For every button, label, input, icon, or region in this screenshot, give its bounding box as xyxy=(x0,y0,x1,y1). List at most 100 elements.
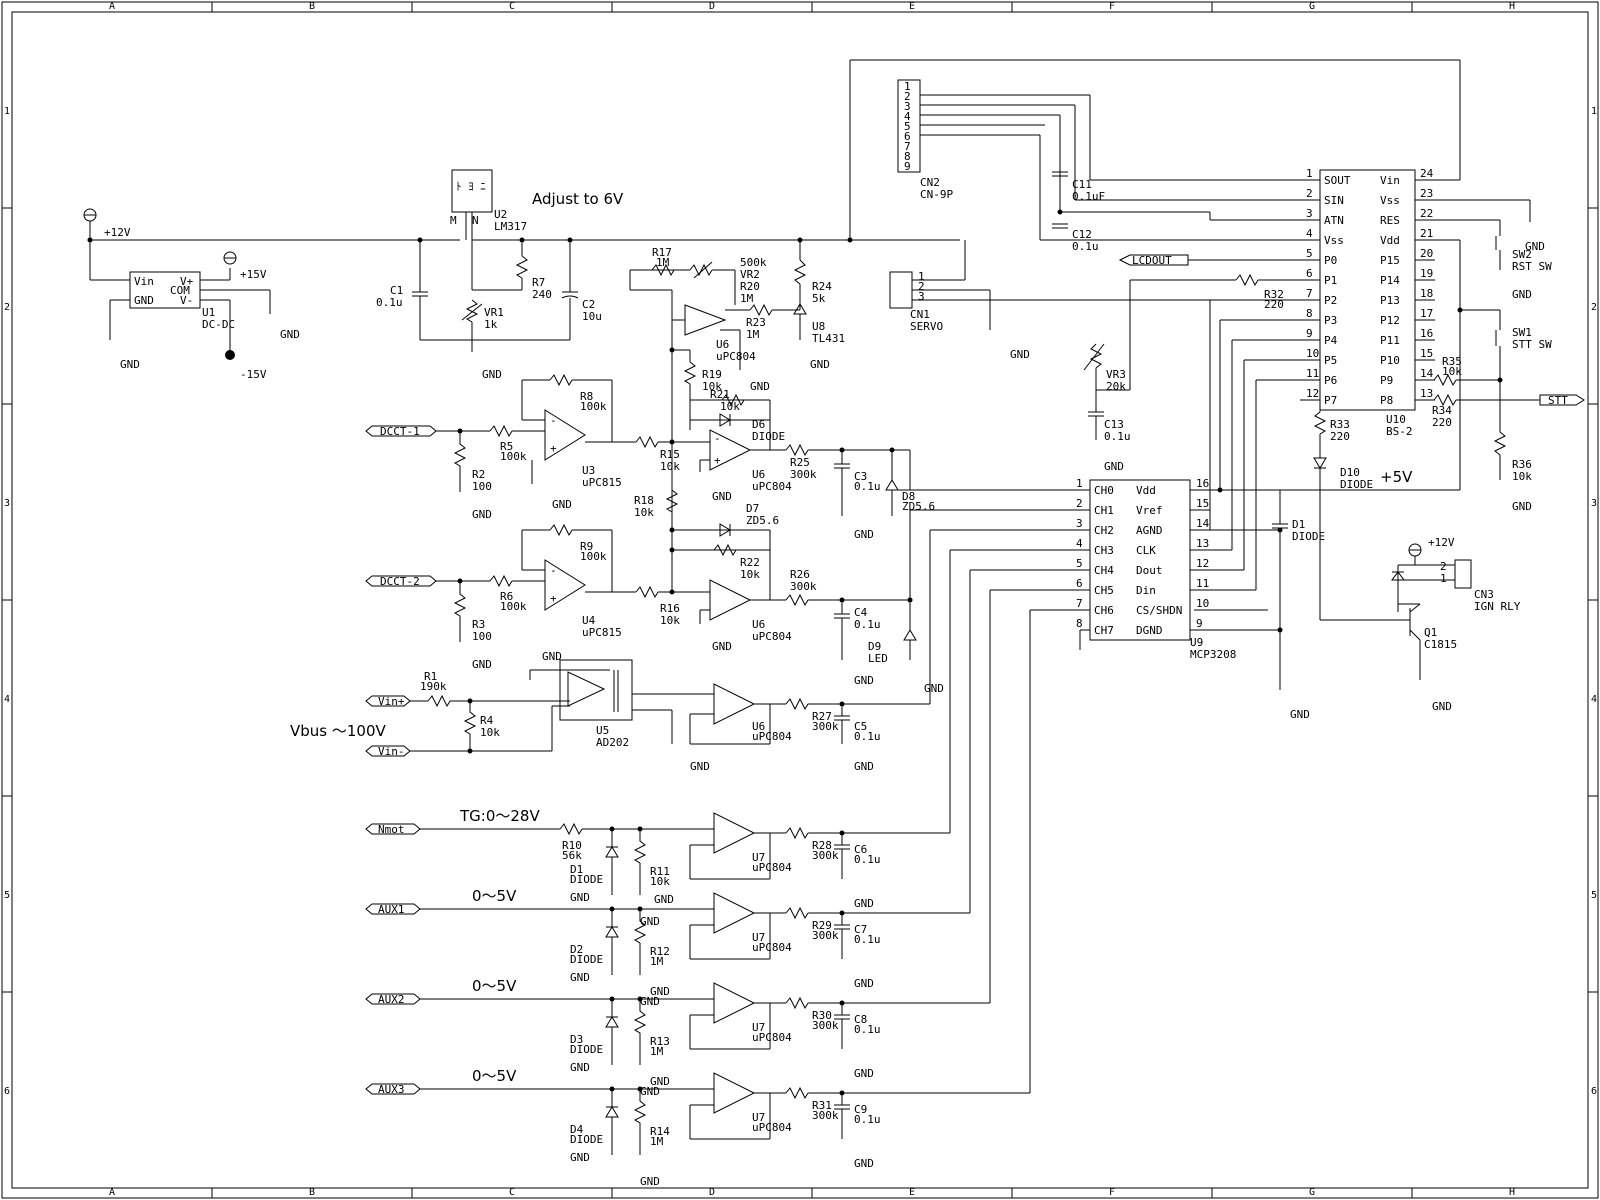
diode-icon xyxy=(605,926,619,938)
svg-text:C12: C12 xyxy=(1072,228,1092,241)
svg-text:1M: 1M xyxy=(656,256,670,269)
svg-text:uPC804: uPC804 xyxy=(752,1031,792,1044)
svg-text:SERVO: SERVO xyxy=(910,320,943,333)
u9-pin-name: DGND xyxy=(1136,624,1163,637)
u9-pin-name: CH1 xyxy=(1094,504,1114,517)
svg-text:-: - xyxy=(550,414,557,427)
port-dcct2 xyxy=(365,575,437,587)
svg-text:1M: 1M xyxy=(746,328,760,341)
u3-opamp-icon xyxy=(544,409,586,461)
svg-text:500k: 500k xyxy=(740,256,767,269)
svg-text:C2: C2 xyxy=(582,298,595,311)
u10-pin-number: 6 xyxy=(1306,267,1313,280)
grid-row-label: 1 xyxy=(4,106,10,117)
svg-text:300k: 300k xyxy=(790,580,817,593)
svg-text:R15: R15 xyxy=(660,448,680,461)
svg-text:U3: U3 xyxy=(582,464,595,477)
u10-pin-number: 15 xyxy=(1420,347,1433,360)
diode-icon xyxy=(719,523,731,537)
svg-text:AUX2: AUX2 xyxy=(378,993,405,1006)
svg-text:U2: U2 xyxy=(494,208,507,221)
svg-text:R1: R1 xyxy=(424,670,437,683)
svg-text:10k: 10k xyxy=(1512,470,1532,483)
u10-pin-name: SOUT xyxy=(1324,174,1351,187)
svg-text:STT SW: STT SW xyxy=(1512,338,1552,351)
svg-text:C4: C4 xyxy=(854,606,868,619)
svg-text:-: - xyxy=(714,432,721,445)
grid-row-label: 5 xyxy=(1591,890,1597,901)
svg-text:GND: GND xyxy=(854,528,874,541)
svg-text:1k: 1k xyxy=(484,318,498,331)
svg-text:Vin-: Vin- xyxy=(378,745,405,758)
grid-column-label: C xyxy=(509,1187,515,1198)
svg-text:ZD5.6: ZD5.6 xyxy=(746,514,779,527)
svg-text:R10: R10 xyxy=(562,839,582,852)
grid-row-label: 1 xyxy=(1591,106,1597,117)
u10-pin-number: 18 xyxy=(1420,287,1433,300)
adjust-note: Adjust to 6V xyxy=(532,190,624,208)
svg-text:R13: R13 xyxy=(650,1035,670,1048)
svg-text:DIODE: DIODE xyxy=(752,430,785,443)
svg-text:U7: U7 xyxy=(752,851,765,864)
svg-text:U6: U6 xyxy=(752,468,765,481)
svg-text:N: N xyxy=(472,214,479,227)
svg-text:100: 100 xyxy=(472,480,492,493)
u10-pin-number: 2 xyxy=(1306,187,1313,200)
u10-pin-number: 23 xyxy=(1420,187,1433,200)
svg-text:GND: GND xyxy=(712,490,732,503)
u9-pin-name: CLK xyxy=(1136,544,1156,557)
svg-text:D1: D1 xyxy=(1292,518,1305,531)
svg-text:-15V: -15V xyxy=(240,368,267,381)
grid-column-label: C xyxy=(509,1,515,12)
svg-text:-: - xyxy=(550,564,557,577)
svg-text:R32: R32 xyxy=(1264,288,1284,301)
svg-text:220: 220 xyxy=(1432,416,1452,429)
svg-text:1M: 1M xyxy=(740,292,754,305)
svg-text:U8: U8 xyxy=(812,320,825,333)
u10-pin-number: 17 xyxy=(1420,307,1433,320)
svg-text:0.1u: 0.1u xyxy=(854,1113,881,1126)
net-label-plus12v: +12V xyxy=(104,226,131,239)
u7-opamp-icon xyxy=(713,892,756,934)
grid-row-label: 6 xyxy=(4,1086,10,1097)
u9-pin-name: Din xyxy=(1136,584,1156,597)
grid-column-label: H xyxy=(1509,1187,1515,1198)
svg-text:C6: C6 xyxy=(854,843,867,856)
u6a-opamp-icon xyxy=(684,304,727,336)
u10-pin-number: 3 xyxy=(1306,207,1313,220)
svg-text:10k: 10k xyxy=(702,380,722,393)
svg-text:10u: 10u xyxy=(582,310,602,323)
svg-text:D7: D7 xyxy=(746,502,759,515)
svg-text:300k: 300k xyxy=(812,1019,839,1032)
svg-text:300k: 300k xyxy=(812,929,839,942)
u10-pin-number: 8 xyxy=(1306,307,1313,320)
svg-text:U6: U6 xyxy=(752,618,765,631)
svg-text:V+: V+ xyxy=(180,275,194,288)
svg-text:D3: D3 xyxy=(570,1033,583,1046)
u10-basic-stamp: 1SOUT2SIN3ATN4Vss5P06P17P28P39P410P511P6… xyxy=(1083,167,1585,620)
u10-pin-name: P9 xyxy=(1380,374,1393,387)
u10-pin-name: ATN xyxy=(1324,214,1344,227)
svg-text:R3: R3 xyxy=(472,618,485,631)
u10-pin-number: 19 xyxy=(1420,267,1433,280)
grid-row-label: 4 xyxy=(1591,694,1597,705)
svg-text:GND: GND xyxy=(650,1075,670,1088)
u7-opamp-icon xyxy=(713,812,756,854)
svg-text:ZD5.6: ZD5.6 xyxy=(902,500,935,513)
svg-text:100k: 100k xyxy=(500,450,527,463)
svg-text:U10: U10 xyxy=(1386,413,1406,426)
u6c-opamp-icon xyxy=(709,579,752,621)
svg-text:GND: GND xyxy=(640,1175,660,1188)
svg-text:0.1u: 0.1u xyxy=(854,1023,881,1036)
svg-text:C3: C3 xyxy=(854,470,867,483)
svg-text:SW2: SW2 xyxy=(1512,248,1532,261)
u10-pin-number: 1 xyxy=(1306,167,1313,180)
grid-column-label: G xyxy=(1309,1,1315,12)
svg-text:GND: GND xyxy=(650,985,670,998)
grid-column-label: B xyxy=(309,1187,315,1198)
svg-text:3: 3 xyxy=(918,290,925,303)
u9-pin-name: CH2 xyxy=(1094,524,1114,537)
svg-text:R23: R23 xyxy=(746,316,766,329)
svg-text:GND: GND xyxy=(854,977,874,990)
